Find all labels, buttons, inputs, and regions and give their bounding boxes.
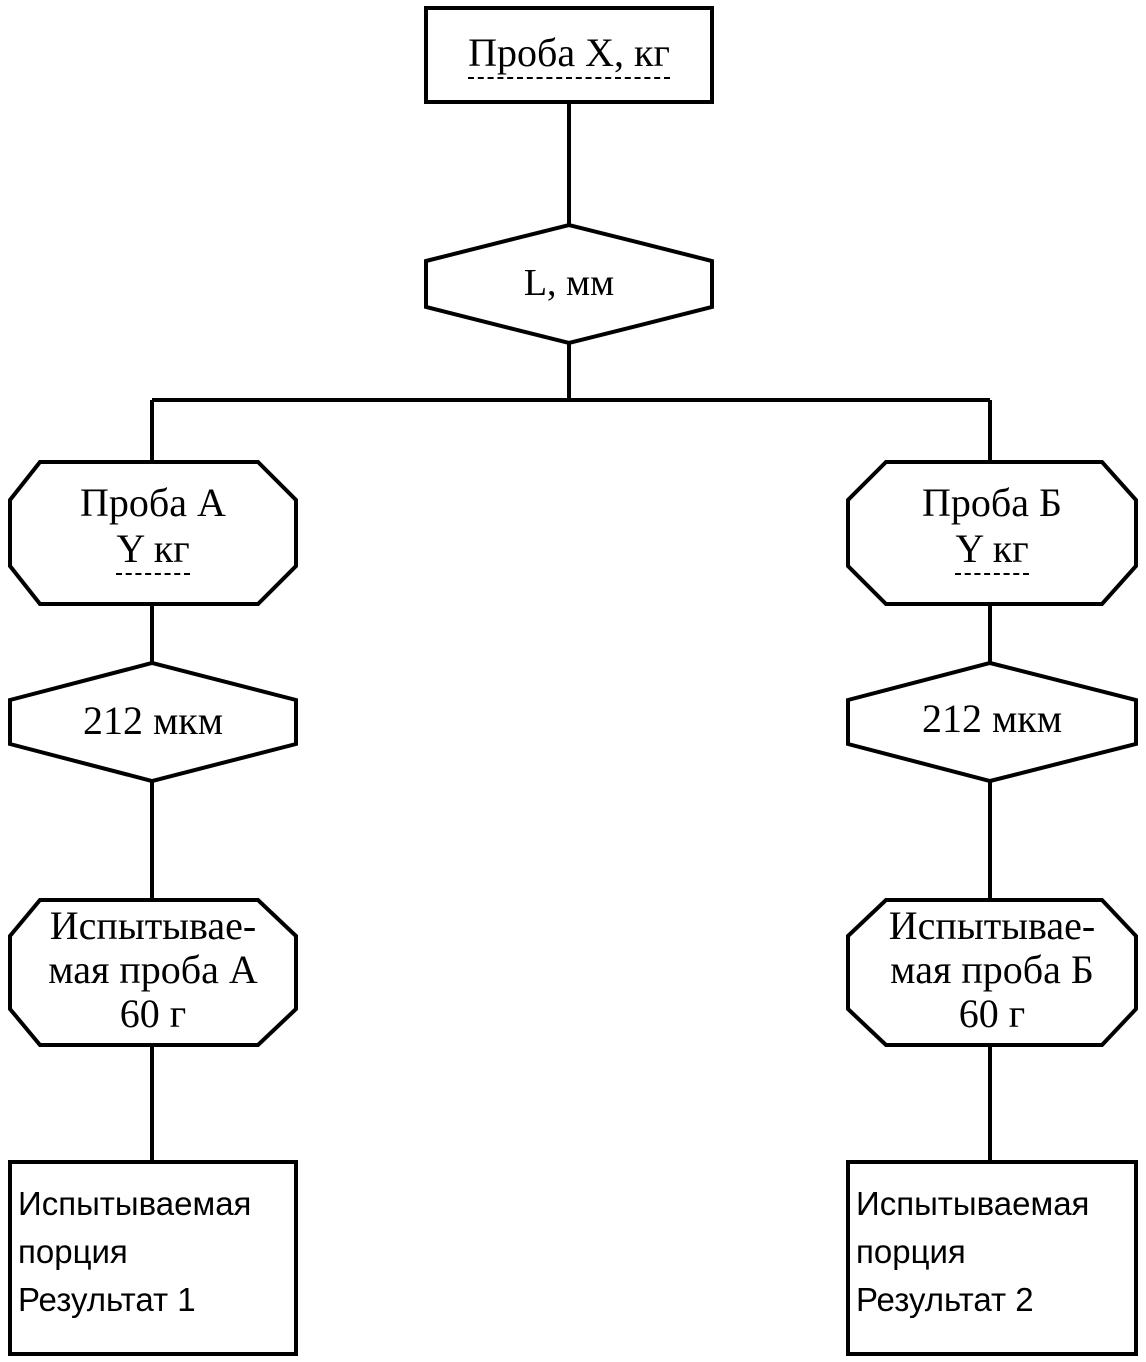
- test-portion-b-line3: Результат 2: [856, 1280, 1034, 1318]
- test-portion-a-line3: Результат 1: [18, 1280, 196, 1318]
- connectors: [150, 102, 992, 1162]
- test-sample-a-line2: мая проба А: [48, 947, 258, 992]
- test-portion-b-label: Испытываемая порция Результат 2: [856, 1180, 1134, 1324]
- sieve-b-hexagon: [846, 660, 1138, 784]
- sieve-b-label: 212 мкм: [848, 696, 1136, 742]
- sieve-l-label: L, мм: [426, 262, 712, 306]
- sieve-l-text: L, мм: [523, 262, 615, 304]
- sample-a-line1: Проба А: [80, 480, 226, 525]
- sample-a-box: [8, 460, 298, 606]
- sample-b-box: [846, 460, 1138, 606]
- test-sample-b-line1: Испытывае-: [888, 903, 1096, 948]
- sample-b-line2: Y кг: [955, 526, 1029, 575]
- sample-x-box: [424, 6, 714, 104]
- test-portion-b-line2: порция: [856, 1232, 966, 1270]
- test-sample-a-line1: Испытывае-: [49, 903, 257, 948]
- sample-a-line2: Y кг: [116, 526, 190, 575]
- test-sample-a-box: [8, 898, 298, 1047]
- test-portion-b-line1: Испытываемая: [856, 1185, 1090, 1222]
- sieve-a-text: 212 мкм: [82, 698, 224, 743]
- test-portion-a-line1: Испытываемая: [18, 1185, 252, 1222]
- test-sample-b-label: Испытывае- мая проба Б 60 г: [848, 904, 1136, 1036]
- sample-b-label: Проба Б Y кг: [848, 480, 1136, 575]
- test-sample-b-line3: 60 г: [958, 991, 1026, 1036]
- test-sample-b-box: [846, 898, 1138, 1047]
- test-portion-a-line2: порция: [18, 1232, 128, 1270]
- sieve-a-label: 212 мкм: [10, 698, 296, 744]
- sieve-l-hexagon: [424, 222, 714, 346]
- test-portion-b-box: [846, 1160, 1138, 1356]
- sieve-a-hexagon: [8, 660, 298, 784]
- sample-b-line1: Проба Б: [922, 480, 1062, 525]
- test-sample-a-line3: 60 г: [119, 991, 187, 1036]
- sieve-b-text: 212 мкм: [921, 696, 1063, 741]
- test-sample-a-label: Испытывае- мая проба А 60 г: [10, 904, 296, 1036]
- sample-x-text: Проба X, кг: [468, 30, 670, 79]
- test-sample-b-line2: мая проба Б: [890, 947, 1094, 992]
- sample-a-label: Проба А Y кг: [10, 480, 296, 575]
- sample-x-label: Проба X, кг: [426, 30, 712, 79]
- test-portion-a-box: [8, 1160, 298, 1356]
- test-portion-a-label: Испытываемая порция Результат 1: [18, 1180, 294, 1324]
